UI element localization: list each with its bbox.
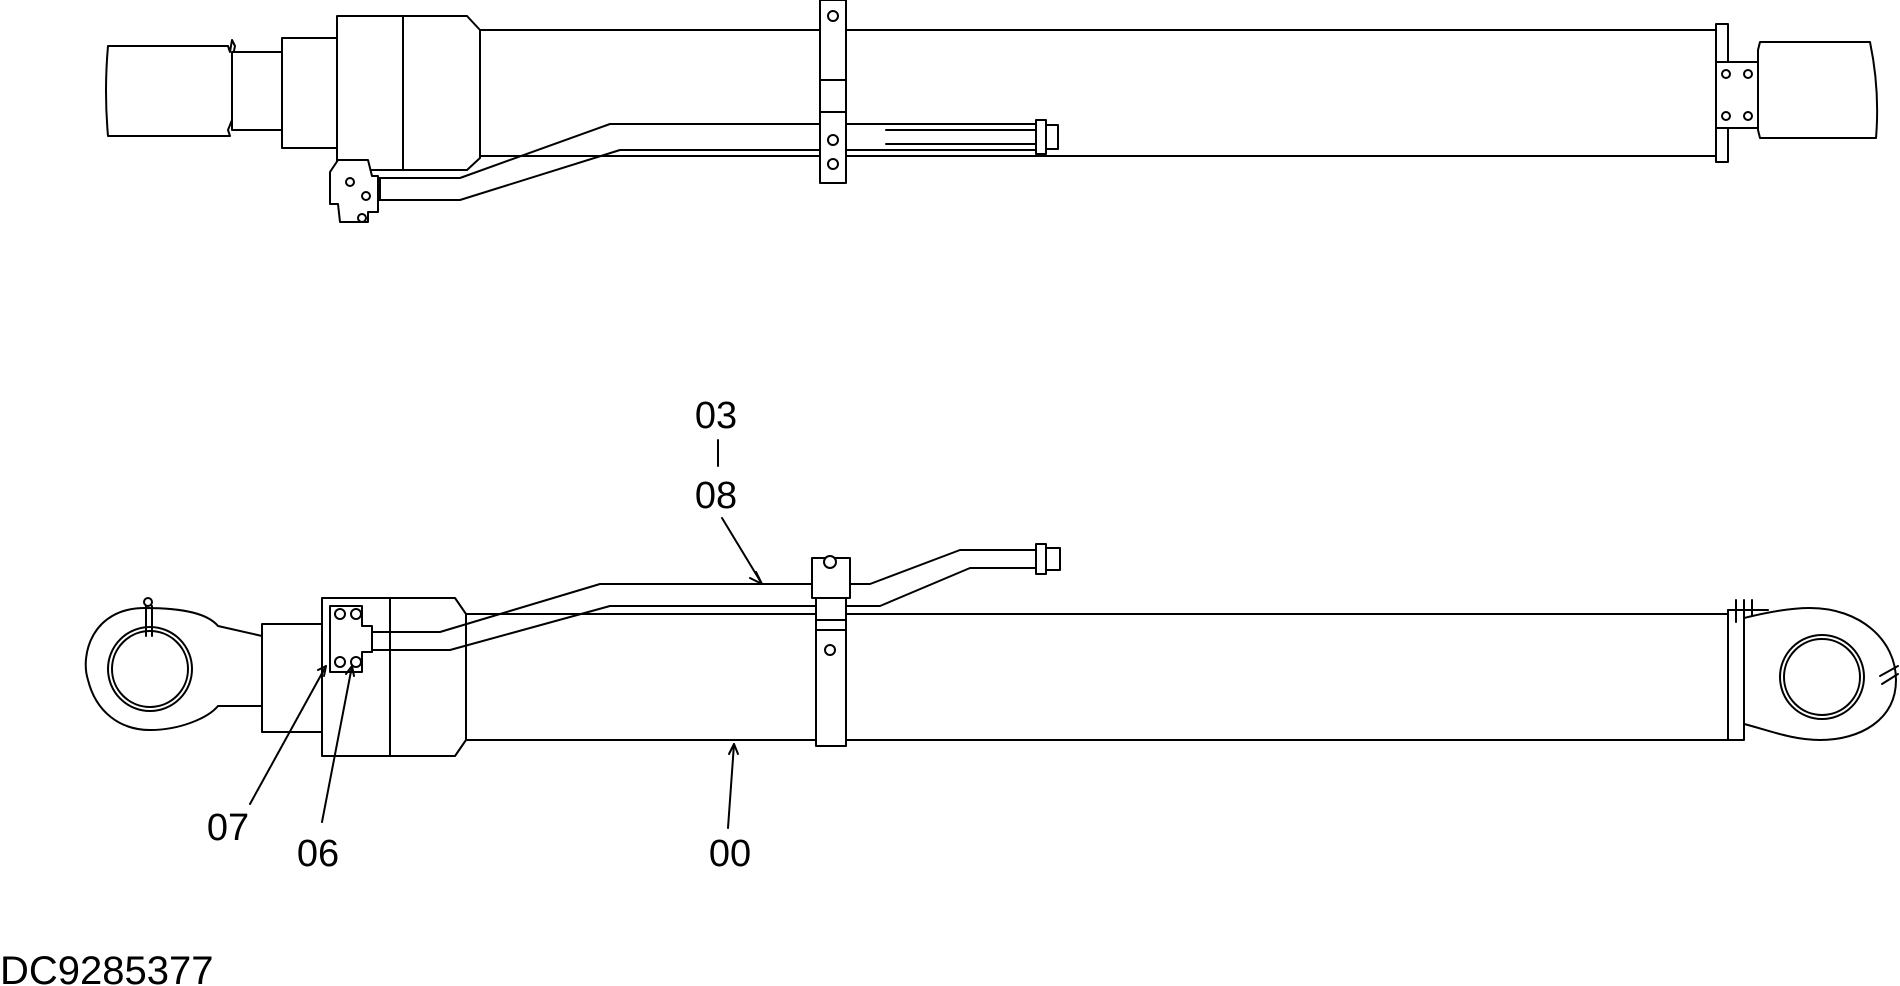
right-eye-outer-ring <box>1779 634 1865 720</box>
front-cylinder-barrel <box>465 613 1729 741</box>
front-flange-fitting <box>329 605 373 673</box>
grease-nipple-icon <box>143 597 153 607</box>
front-right-rod-eye <box>1743 607 1897 741</box>
top-left-lug <box>105 39 236 137</box>
bolt-icon <box>1721 69 1731 79</box>
leader-06 <box>321 665 353 823</box>
left-eye-inner-ring <box>111 630 189 708</box>
front-rod-neck <box>261 623 323 733</box>
callout-07: 07 <box>207 807 249 849</box>
bolt-icon <box>350 608 362 620</box>
bolt-icon <box>823 555 837 569</box>
top-rod-collar <box>281 37 338 149</box>
bolt-icon <box>334 656 346 668</box>
front-left-rod-eye <box>84 607 263 731</box>
bolt-icon <box>827 134 839 146</box>
callout-00: 00 <box>709 833 751 875</box>
leader-07 <box>249 665 327 805</box>
top-cylinder-barrel <box>479 29 1717 157</box>
left-eye-outer-ring <box>107 626 193 712</box>
front-view-cylinder <box>84 543 1899 757</box>
top-hydraulic-pipe <box>377 123 1041 201</box>
callout-03: 03 <box>695 395 737 437</box>
front-pipe-fitting <box>1035 543 1047 575</box>
callout-08: 08 <box>695 475 737 517</box>
top-rod-neck <box>231 51 283 131</box>
bolt-icon <box>350 656 362 668</box>
bolt-icon <box>827 10 839 22</box>
arrow-head-icon <box>728 743 739 755</box>
bolt-icon <box>357 213 367 223</box>
front-hydraulic-pipe <box>369 549 1037 651</box>
top-flange-fitting <box>329 159 379 223</box>
right-eye-inner-ring <box>1783 638 1861 716</box>
arrow-head-icon <box>345 665 355 677</box>
leader-08 <box>721 517 763 585</box>
bolt-icon <box>1743 69 1753 79</box>
document-number: DC9285377 <box>0 949 214 986</box>
bolt-icon <box>827 158 839 170</box>
top-pipe-fitting <box>1035 119 1047 155</box>
top-view-cylinder <box>105 0 1879 223</box>
callout-06: 06 <box>297 833 339 875</box>
bolt-icon <box>345 177 355 187</box>
top-right-lug <box>1757 41 1879 139</box>
bolt-icon <box>361 191 371 201</box>
top-clamp-band <box>819 0 847 184</box>
callout-labels: 03 08 07 06 00 <box>207 395 751 875</box>
arrow-head-icon <box>749 571 763 585</box>
bolt-icon <box>334 608 346 620</box>
front-pipe-nut <box>1045 547 1061 571</box>
bolt-icon <box>1743 111 1753 121</box>
front-barrel-end <box>1727 609 1745 741</box>
leader-00 <box>727 743 735 829</box>
top-gland-head <box>336 15 481 171</box>
top-pipe-nut <box>1045 124 1059 150</box>
bolt-icon <box>1721 111 1731 121</box>
leader-lines <box>249 439 763 829</box>
arrow-head-icon <box>317 665 327 677</box>
bolt-icon <box>824 644 836 656</box>
